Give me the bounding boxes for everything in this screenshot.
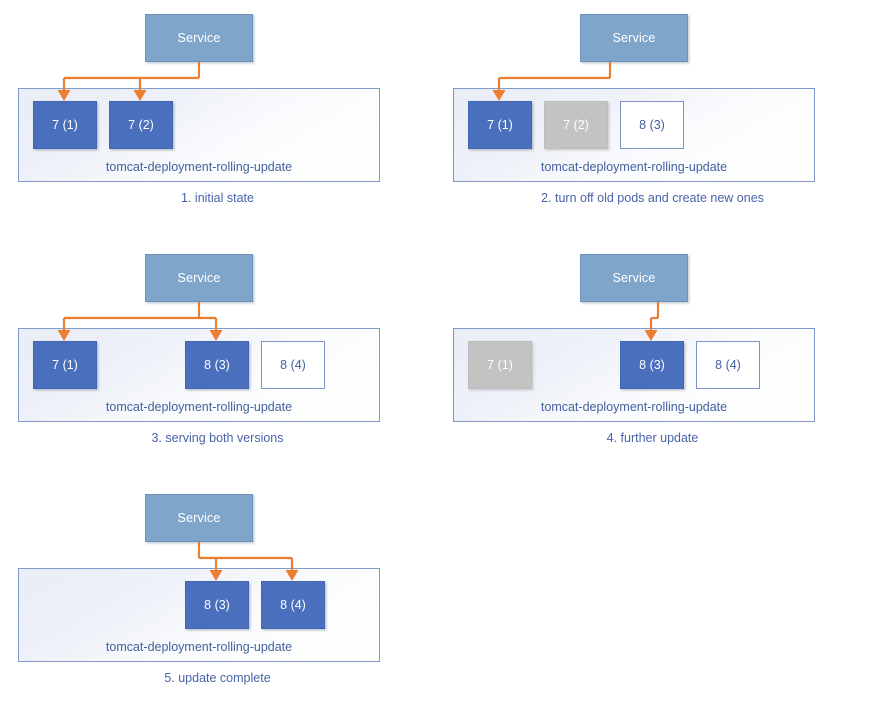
deployment-container[interactable]: 7 (1) 7 (2) 8 (3) tomcat-deployment-rolling… [453, 88, 815, 182]
deployment-container[interactable]: 7 (1) 7 (2) tomcat-deployment-rolling-upda… [18, 88, 380, 182]
state-panel-1: Service 7 (1) 7 (2) tomcat-deployment-rolli… [0, 0, 435, 239]
deployment-label: tomcat-deployment-rolling-update [540, 159, 728, 174]
pod-label: 7 (1) [487, 357, 513, 372]
pod-slot: 8 (3) [185, 581, 249, 629]
pod-box-pending[interactable]: 8 (3) [620, 101, 684, 149]
deployment-label: tomcat-deployment-rolling-update [105, 159, 293, 174]
service-box[interactable]: Service [145, 254, 253, 302]
deployment-label: tomcat-deployment-rolling-update [105, 639, 293, 654]
state-panel-4: Service 7 (1) 8 (3) 8 (4) tomcat-deployment-… [435, 240, 870, 479]
service-label: Service [177, 30, 221, 45]
service-box[interactable]: Service [580, 14, 688, 62]
pod-row: 7 (1) 7 (2) [33, 101, 367, 149]
panel-caption: 2. turn off old pods and create new ones [541, 191, 764, 205]
deployment-container[interactable]: 7 (1) 8 (3) 8 (4) tomcat-deployment-rolling… [453, 328, 815, 422]
pod-slot: 7 (2) [544, 101, 608, 149]
pod-box-pending[interactable]: 8 (4) [696, 341, 760, 389]
pod-box-active[interactable]: 8 (3) [185, 581, 249, 629]
pod-row: 7 (1) 8 (3) 8 (4) [468, 341, 802, 389]
pod-label: 8 (4) [280, 597, 306, 612]
pod-row: 7 (1) 7 (2) 8 (3) [468, 101, 802, 149]
pod-label: 8 (4) [280, 357, 306, 372]
pod-label: 8 (3) [204, 357, 230, 372]
pod-box-active[interactable]: 7 (2) [109, 101, 173, 149]
pod-row: 8 (3) 8 (4) [33, 581, 367, 629]
pod-label: 7 (2) [563, 117, 589, 132]
panel-caption: 5. update complete [164, 671, 271, 685]
deployment-container[interactable]: 7 (1) 8 (3) 8 (4) tomcat-deployment-rolling… [18, 328, 380, 422]
service-label: Service [612, 270, 656, 285]
state-panel-2: Service 7 (1) 7 (2) 8 (3) tomcat-deployment-… [435, 0, 870, 239]
state-panel-3: Service 7 (1) 8 (3) 8 (4) tomcat-deployment-… [0, 240, 435, 479]
deployment-container[interactable]: 8 (3) 8 (4) tomcat-deployment-rolling-upda… [18, 568, 380, 662]
pod-slot: 8 (3) [185, 341, 249, 389]
pod-slot: 7 (1) [33, 101, 97, 149]
pod-label: 7 (1) [52, 117, 78, 132]
pod-slot: 8 (3) [620, 101, 684, 149]
pod-box-pending[interactable]: 8 (4) [261, 341, 325, 389]
pod-slot: 8 (3) [620, 341, 684, 389]
pod-box-active[interactable]: 7 (1) [33, 101, 97, 149]
pod-slot: 7 (1) [468, 341, 532, 389]
pod-slot: 7 (1) [468, 101, 532, 149]
pod-slot: 8 (4) [696, 341, 760, 389]
pod-slot: 8 (4) [261, 581, 325, 629]
pod-slot: 7 (2) [109, 101, 173, 149]
pod-box-active[interactable]: 8 (4) [261, 581, 325, 629]
pod-box-active[interactable]: 7 (1) [468, 101, 532, 149]
deployment-label: tomcat-deployment-rolling-update [540, 399, 728, 414]
pod-label: 7 (1) [52, 357, 78, 372]
pod-label: 8 (4) [715, 357, 741, 372]
pod-slot: 7 (1) [33, 341, 97, 389]
panel-caption: 3. serving both versions [151, 431, 284, 445]
service-label: Service [177, 270, 221, 285]
pod-label: 8 (3) [639, 357, 665, 372]
pod-slot: 8 (4) [261, 341, 325, 389]
pod-box-active[interactable]: 8 (3) [185, 341, 249, 389]
pod-label: 7 (2) [128, 117, 154, 132]
service-label: Service [177, 510, 221, 525]
service-box[interactable]: Service [145, 14, 253, 62]
pod-label: 8 (3) [639, 117, 665, 132]
state-panel-5: Service 8 (3) 8 (4) tomcat-deployment-rolli… [0, 480, 435, 719]
pod-box-terminating[interactable]: 7 (1) [468, 341, 532, 389]
pod-label: 7 (1) [487, 117, 513, 132]
pod-box-active[interactable]: 7 (1) [33, 341, 97, 389]
panel-caption: 1. initial state [181, 191, 254, 205]
service-box[interactable]: Service [145, 494, 253, 542]
pod-label: 8 (3) [204, 597, 230, 612]
deployment-label: tomcat-deployment-rolling-update [105, 399, 293, 414]
pod-row: 7 (1) 8 (3) 8 (4) [33, 341, 367, 389]
service-label: Service [612, 30, 656, 45]
pod-box-active[interactable]: 8 (3) [620, 341, 684, 389]
pod-box-terminating[interactable]: 7 (2) [544, 101, 608, 149]
panel-caption: 4. further update [606, 431, 699, 445]
service-box[interactable]: Service [580, 254, 688, 302]
